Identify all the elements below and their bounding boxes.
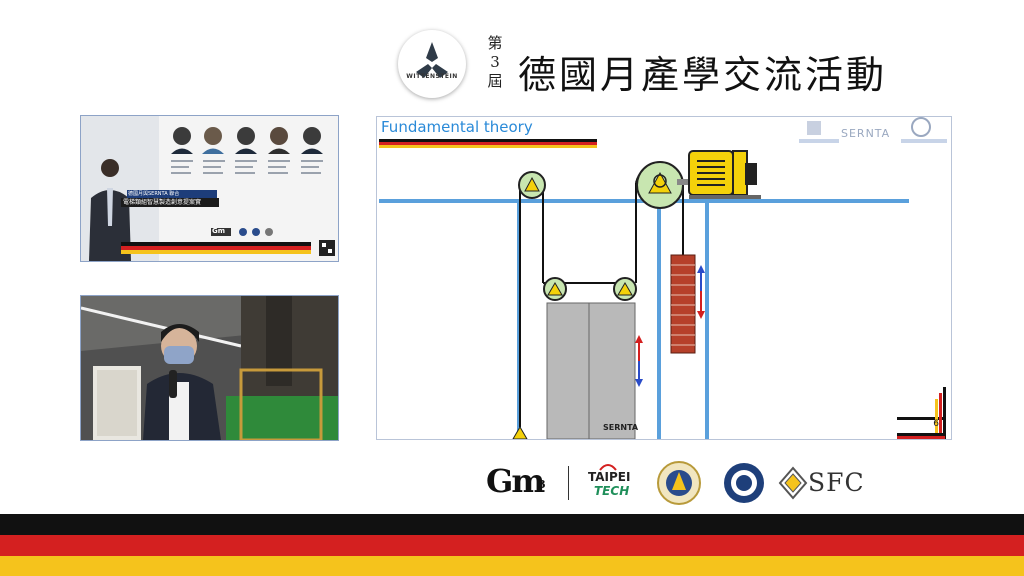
counterweight bbox=[670, 254, 696, 354]
gm3-logo: Gm bbox=[486, 462, 545, 500]
car-label: SERNTA bbox=[603, 423, 639, 432]
wittenstein-triangle-icon bbox=[416, 42, 448, 78]
edition-line-2: 3 bbox=[490, 53, 500, 71]
speaker-video-panel[interactable]: 德國月與SERNTA 聯合 電梯類組智慧製造創意提案實 Gm bbox=[80, 115, 339, 262]
speaker-video-frame bbox=[81, 116, 338, 261]
speaker-banner-main: 電梯類組智慧製造創意提案實 bbox=[123, 199, 202, 206]
sfc-diamond-icon bbox=[778, 466, 808, 500]
taipei-tech-line2: TECH bbox=[594, 484, 630, 498]
slide-watermark-logos bbox=[799, 117, 947, 143]
flag-stripe-red bbox=[0, 535, 1024, 556]
speaker-banner-small: 德國月與SERNTA 聯合 bbox=[128, 191, 180, 197]
sfc-logo-text: SFC bbox=[808, 468, 865, 497]
event-title: 德國月產學交流活動 bbox=[518, 53, 888, 97]
motor-icon bbox=[677, 150, 761, 199]
participant-video-frame bbox=[81, 296, 338, 440]
sponsor-logos: Gm 3 TAIPEI TECH SFC bbox=[480, 458, 864, 512]
edition-label: 第 3 屆 bbox=[484, 34, 506, 91]
presentation-slide: Fundamental theory bbox=[376, 116, 952, 440]
speaker-gm-logo: Gm bbox=[212, 227, 226, 235]
edition-line-1: 第 bbox=[487, 34, 503, 52]
flag-stripe-black bbox=[0, 514, 1024, 535]
taipei-tech-icon bbox=[599, 464, 617, 471]
gm3-superscript: 3 bbox=[538, 478, 546, 491]
logo-divider bbox=[568, 466, 569, 500]
wittenstein-wordmark: WITTENSTEIN bbox=[406, 73, 458, 80]
elevator-diagram bbox=[379, 117, 947, 439]
edition-line-3: 屆 bbox=[487, 72, 503, 90]
slide-page-number: 6 bbox=[933, 419, 939, 429]
participant-video-panel[interactable] bbox=[80, 295, 339, 441]
flag-stripe-gold bbox=[0, 556, 1024, 576]
taipei-tech-line1: TAIPEI bbox=[588, 470, 631, 484]
slide-title: Fundamental theory bbox=[381, 118, 533, 136]
seal-icon bbox=[724, 463, 764, 503]
slide-watermark-text: SERNTA bbox=[841, 127, 891, 140]
wittenstein-logo bbox=[398, 30, 466, 98]
pulley-icon bbox=[512, 161, 684, 439]
elevator-car bbox=[546, 302, 636, 439]
seal-icon bbox=[657, 461, 701, 505]
